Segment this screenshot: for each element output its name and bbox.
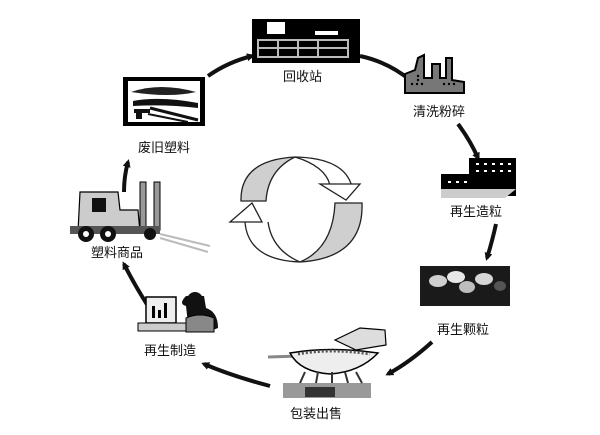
- forklift-icon: [70, 181, 211, 253]
- arrow-station-to-wash: [359, 54, 413, 82]
- worker-computer-icon: [137, 292, 218, 333]
- stage-label-waste-plastic: 废旧塑料: [138, 141, 191, 156]
- arrow-waste-to-station: [206, 53, 255, 78]
- pellets-icon: [420, 266, 510, 306]
- arrow-packaging-to-remanufacture: [201, 362, 271, 388]
- stage-label-remanufacture: 再生制造: [144, 344, 197, 359]
- arrow-goods-to-waste: [122, 159, 131, 193]
- stage-label-plastic-goods: 塑料商品: [91, 246, 144, 261]
- building-icon: [252, 19, 360, 63]
- stage-label-regranulation: 再生造粒: [450, 205, 503, 220]
- arrow-granulation-to-pellets: [484, 223, 498, 261]
- cycle-arrows-icon: [228, 156, 363, 263]
- stage-label-wash-crush: 清洗粉碎: [413, 105, 466, 120]
- arrow-remanufacture-to-goods: [122, 261, 150, 308]
- arrow-pellets-to-packaging: [385, 340, 434, 376]
- factory-icon: [404, 53, 465, 94]
- pan-cooking-icon: [267, 327, 387, 398]
- stage-label-packaging-sale: 包装出售: [290, 407, 343, 422]
- waste-pile-icon: [123, 77, 205, 126]
- stage-label-recycling-station: 回收站: [283, 70, 323, 85]
- arrow-wash-to-granulation: [456, 122, 480, 161]
- stage-label-recycled-pellets: 再生颗粒: [437, 323, 490, 338]
- plant-icon: [441, 158, 516, 198]
